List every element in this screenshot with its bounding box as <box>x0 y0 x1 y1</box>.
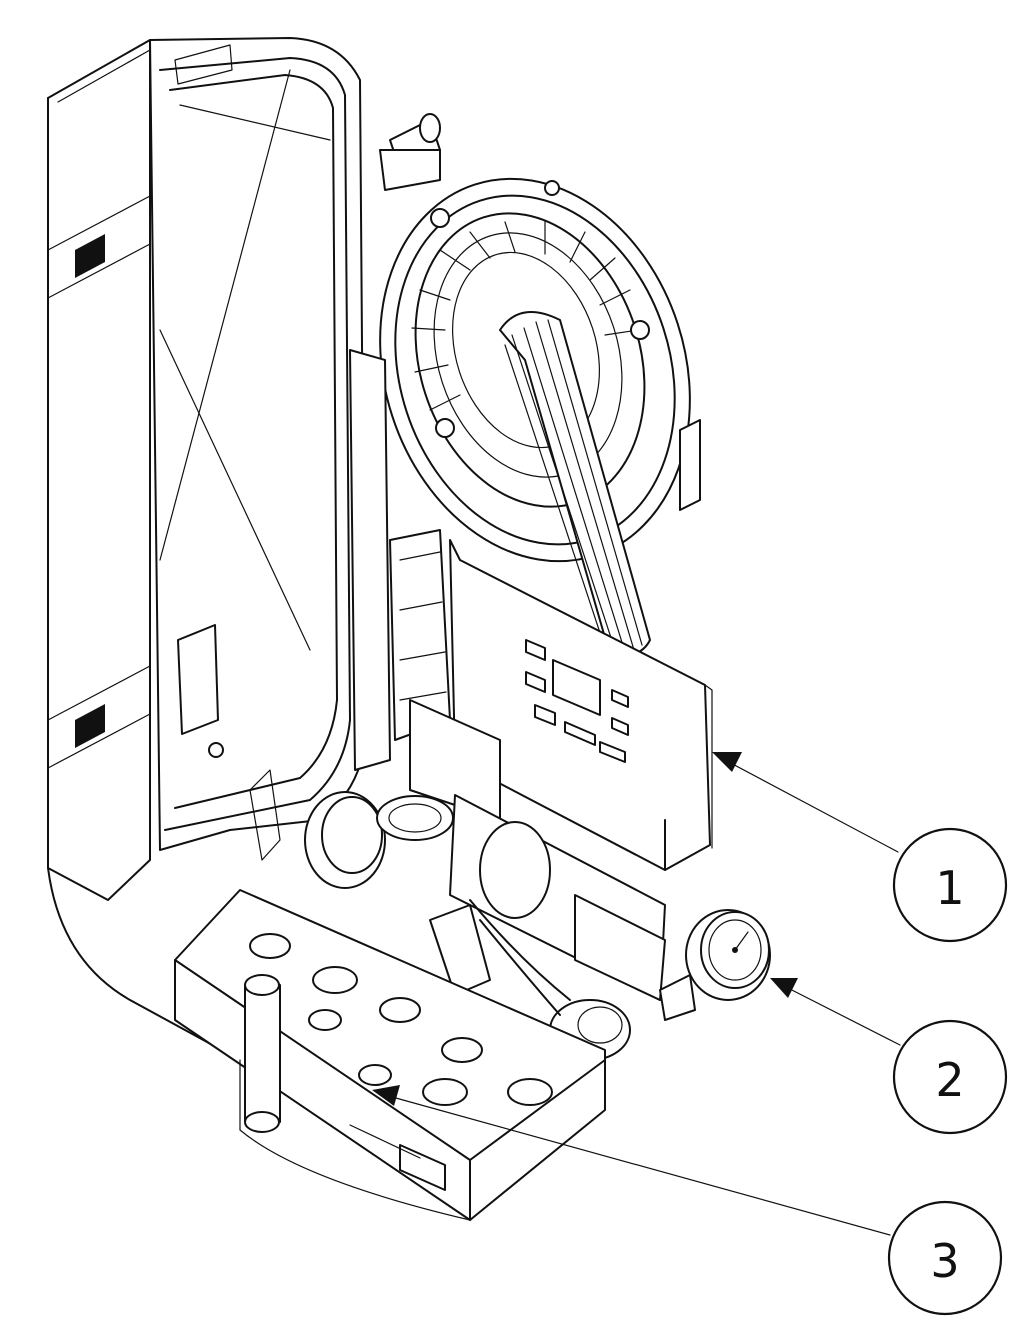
control-buttons <box>525 639 629 763</box>
heat-exchanger <box>379 113 701 657</box>
outer-casing <box>47 39 241 1061</box>
callout-1-label: 1 <box>935 861 964 915</box>
pump-assembly <box>249 769 666 1061</box>
callout-2: 2 <box>892 1019 1008 1135</box>
callout-3-label: 3 <box>930 1234 959 1288</box>
control-panel <box>449 539 713 871</box>
front-door-panel <box>149 37 366 851</box>
leader-lines <box>372 752 901 1236</box>
pipe-fittings <box>249 933 553 1106</box>
callout-1: 1 <box>892 827 1008 943</box>
display-screen <box>552 659 601 716</box>
callout-2-label: 2 <box>935 1053 964 1107</box>
pressure-gauge <box>659 909 771 1021</box>
callout-3: 3 <box>887 1200 1003 1316</box>
connection-plate <box>174 889 606 1221</box>
